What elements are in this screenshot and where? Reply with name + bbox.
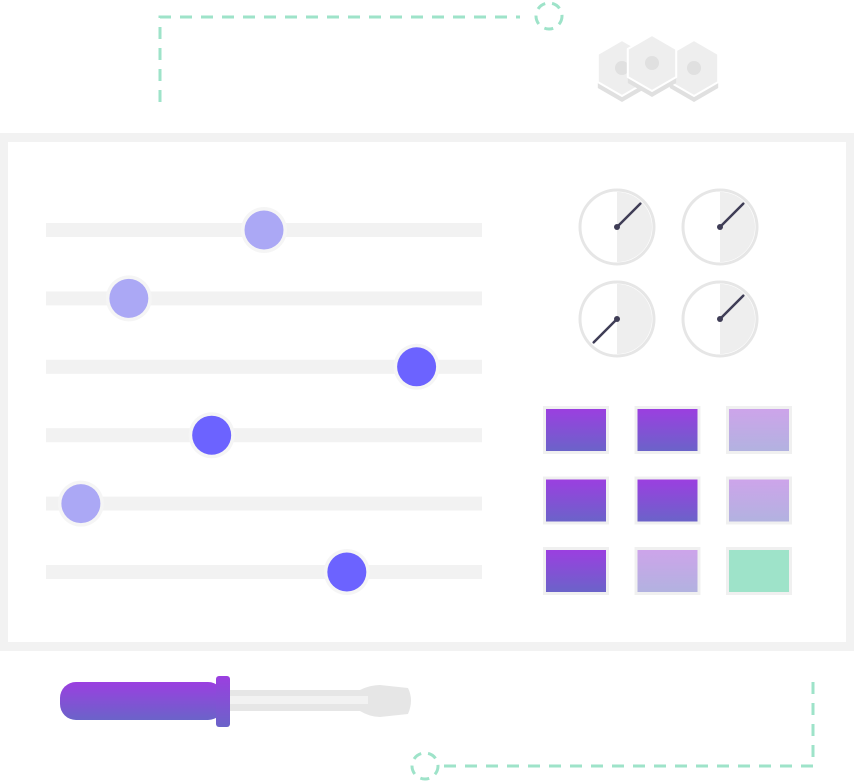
swatch-fill[interactable] (729, 550, 789, 592)
knob-shade (720, 284, 755, 354)
swatch-fill[interactable] (637, 479, 698, 522)
swatch-fill[interactable] (546, 550, 606, 592)
color-swatch-green[interactable] (726, 547, 792, 595)
color-swatch-lilac[interactable] (634, 547, 701, 595)
dashed-circle-bottom (410, 751, 440, 781)
knob-pivot (717, 224, 723, 230)
dashed-circle-top (534, 1, 564, 31)
slider-thumb[interactable] (61, 484, 101, 524)
knob-pointer (615, 202, 642, 229)
knob-pointer (718, 202, 745, 229)
slider-track[interactable] (46, 428, 482, 443)
knob-pivot (614, 316, 620, 322)
color-swatch-lilac[interactable] (726, 406, 792, 454)
color-swatch-purple[interactable] (634, 476, 701, 525)
rotary-knob[interactable] (578, 188, 656, 266)
screwdriver-ferrule (216, 676, 230, 727)
hexagon-nuts-icon (596, 33, 720, 102)
color-swatch-purple[interactable] (634, 406, 701, 454)
swatch-grid (543, 406, 792, 595)
slider[interactable] (46, 207, 482, 253)
hexagon-nut-hole (645, 56, 659, 70)
swatch-fill[interactable] (729, 409, 789, 451)
slider-list (46, 207, 482, 595)
slider-track[interactable] (46, 359, 482, 374)
slider[interactable] (46, 549, 482, 595)
slider[interactable] (46, 480, 482, 527)
rotary-knob[interactable] (578, 280, 656, 358)
knob-shade (617, 192, 652, 262)
knob-pointer (592, 317, 619, 344)
color-swatch-purple[interactable] (543, 547, 609, 595)
slider-thumb[interactable] (397, 347, 437, 387)
slider-thumb[interactable] (109, 278, 149, 318)
slider[interactable] (46, 275, 482, 322)
dashed-connector-bottom (410, 682, 815, 781)
swatch-fill[interactable] (729, 479, 789, 522)
knob-pointer (718, 294, 745, 321)
slider-track[interactable] (46, 496, 482, 511)
knob-shade (720, 192, 755, 262)
color-swatch-purple[interactable] (543, 406, 609, 454)
color-swatch-lilac[interactable] (726, 476, 792, 525)
swatch-fill[interactable] (637, 550, 698, 592)
swatch-fill[interactable] (546, 409, 606, 451)
slider-track[interactable] (46, 291, 482, 306)
swatch-fill[interactable] (546, 479, 606, 522)
slider[interactable] (46, 412, 482, 459)
color-swatch-purple[interactable] (543, 476, 609, 525)
hexagon-nut-hole (687, 61, 701, 75)
dashed-connector-top (158, 1, 564, 102)
rotary-knob[interactable] (681, 188, 759, 266)
slider-thumb[interactable] (192, 415, 232, 455)
screwdriver-handle (60, 682, 224, 720)
knob-grid (578, 188, 759, 358)
screwdriver-icon (60, 676, 411, 727)
slider[interactable] (46, 343, 482, 390)
knob-pivot (614, 224, 620, 230)
screwdriver-shaft-highlight (228, 696, 368, 704)
slider-track[interactable] (46, 565, 482, 579)
swatch-fill[interactable] (637, 409, 698, 451)
slider-thumb[interactable] (244, 210, 284, 250)
hexagon-nut-hole (615, 61, 629, 75)
knob-shade (617, 284, 652, 354)
knob-pivot (717, 316, 723, 322)
slider-thumb[interactable] (327, 552, 367, 592)
hexagon-nut (626, 33, 678, 97)
rotary-knob[interactable] (681, 280, 759, 358)
